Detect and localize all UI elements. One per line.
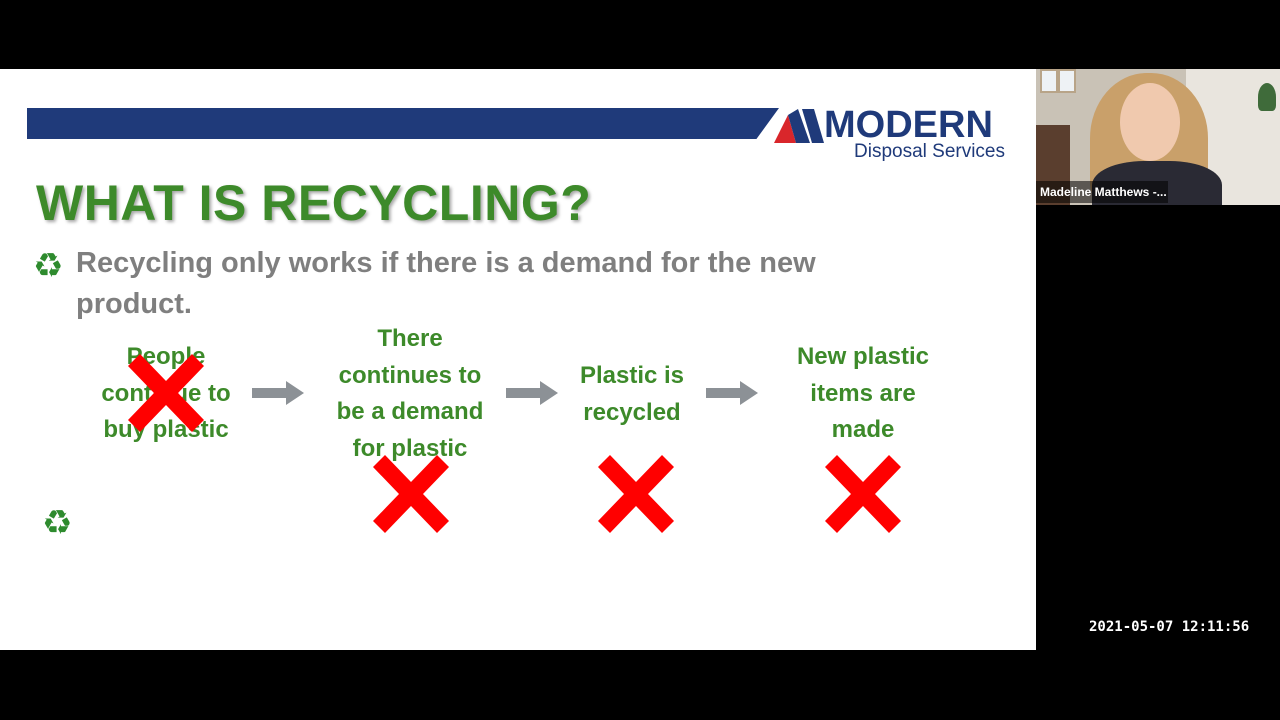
arrow-right-icon [506, 381, 558, 405]
red-x-icon [373, 455, 449, 533]
participant-video [1120, 83, 1180, 161]
recording-timestamp: 2021-05-07 12:11:56 [1089, 619, 1250, 635]
recycle-icon: ♻ [33, 247, 64, 285]
red-x-icon [825, 455, 901, 533]
flow-step-3: Plastic is recycled [579, 362, 685, 426]
video-background [1058, 69, 1076, 93]
participant-name-label: Madeline Matthews -... [1036, 181, 1168, 203]
flow-step-4: New plastic items are made [796, 343, 930, 443]
red-x-icon [598, 455, 674, 533]
slide-title: WHAT IS RECYCLING? [36, 175, 592, 231]
participant-video-tile[interactable]: Madeline Matthews -... [1036, 69, 1280, 205]
bullet-text: Recycling only works if there is a deman… [76, 247, 816, 320]
presentation-slide: MODERN Disposal Services WHAT IS RECYCLI… [0, 69, 1036, 650]
company-logo: MODERN Disposal Services [774, 105, 1014, 163]
arrow-right-icon [252, 381, 304, 405]
logo-subtitle: Disposal Services [854, 141, 1005, 162]
logo-wordmark: MODERN [824, 104, 993, 146]
red-x-icon [128, 354, 204, 432]
flow-step-2: There continues to be a demand for plast… [336, 325, 484, 462]
logo-mark-icon [774, 109, 824, 143]
video-background [1040, 69, 1058, 93]
recycle-icon: ♻ [42, 504, 73, 542]
arrow-right-icon [706, 381, 758, 405]
video-background [1258, 83, 1276, 111]
header-bar [27, 108, 779, 139]
